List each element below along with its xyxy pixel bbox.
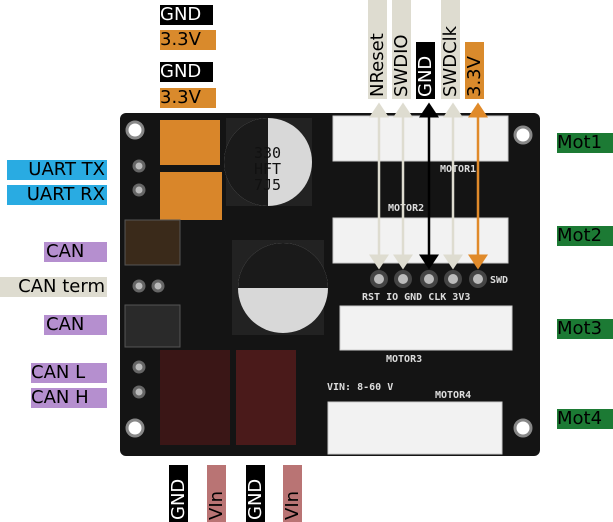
label-gnd-2: GND (160, 62, 213, 82)
label-mot2: Mot2 (557, 226, 613, 246)
label-3v3-1: 3.3V (160, 30, 216, 50)
label-vin-1: VIn (206, 465, 227, 522)
label-can-2: CAN (44, 315, 107, 335)
label-vin-gnd-2: GND (245, 465, 266, 522)
label-swd-gnd: GND (415, 42, 436, 99)
label-gnd-1: GND (160, 5, 213, 25)
silk-vin-range: VIN: 8-60 V (327, 382, 393, 393)
label-swdclk: SWDClk (440, 0, 461, 99)
label-uart-tx: UART TX (7, 160, 107, 180)
silk-motor3: MOTOR3 (386, 354, 422, 365)
label-nreset: NReset (367, 0, 388, 99)
svg-text:HFT: HFT (254, 160, 281, 178)
label-swdio: SWDIO (391, 0, 412, 99)
label-mot3: Mot3 (557, 319, 613, 339)
label-swd-3v3: 3.3V (464, 42, 485, 99)
label-mot4: Mot4 (557, 409, 613, 429)
label-uart-rx: UART RX (7, 185, 107, 205)
cap-text: 330 (254, 144, 281, 162)
svg-text:7J5: 7J5 (254, 176, 281, 194)
label-can-l: CAN L (31, 363, 107, 383)
label-can-term: CAN term (0, 277, 107, 297)
silk-motor2: MOTOR2 (388, 203, 424, 214)
silk-swd-pins: RST IO GND CLK 3V3 (362, 292, 470, 303)
silk-motor4: MOTOR4 (435, 390, 471, 401)
label-vin-2: VIn (282, 465, 303, 522)
label-can-h: CAN H (31, 388, 107, 408)
silk-motor1: MOTOR1 (440, 164, 476, 175)
silk-swd: SWD (490, 275, 508, 286)
label-3v3-2: 3.3V (160, 88, 216, 108)
label-mot1: Mot1 (557, 133, 613, 153)
label-can-1: CAN (44, 242, 107, 262)
label-vin-gnd-1: GND (168, 465, 189, 522)
